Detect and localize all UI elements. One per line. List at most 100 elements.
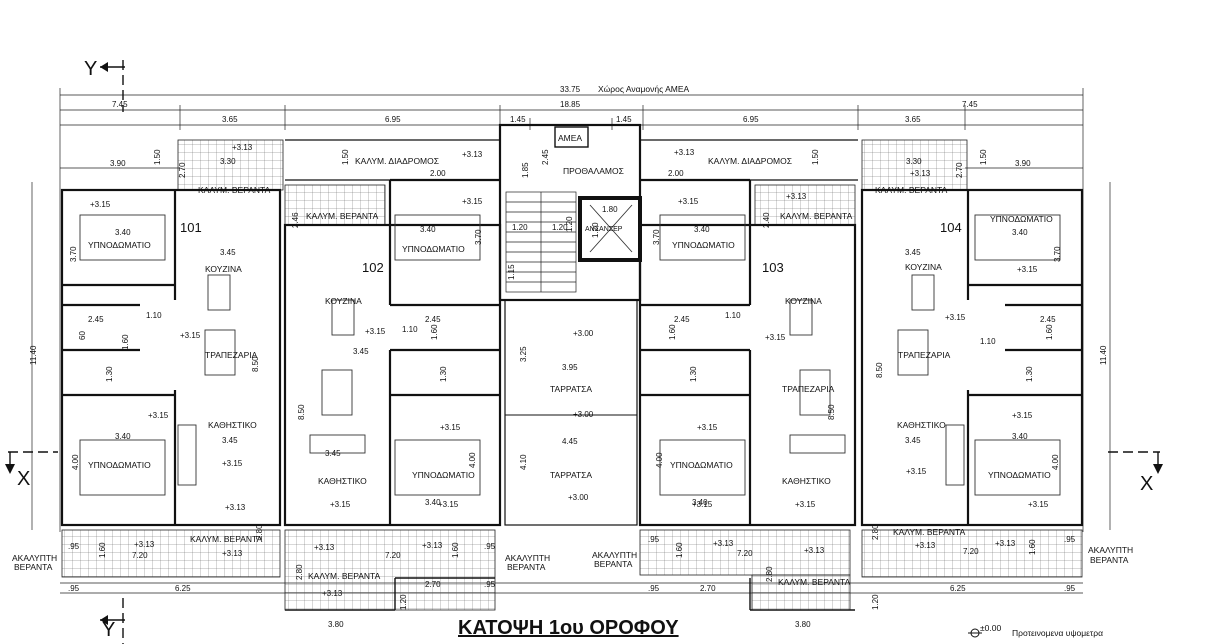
dimension-label: 3.45 [220, 248, 236, 257]
dimension-label: 2.70 [700, 584, 716, 593]
level-mark: +3.13 [462, 150, 483, 159]
dimension-label: 4.00 [71, 454, 80, 470]
level-mark: +3.00 [573, 329, 594, 338]
dimension-label: 8.50 [875, 362, 884, 378]
dimension-label: 1.60 [668, 324, 677, 340]
dimension-label: 2.00 [668, 169, 684, 178]
level-mark: +3.13 [995, 539, 1016, 548]
level-mark: +3.15 [945, 313, 966, 322]
dimension-label: 3.40 [692, 498, 708, 507]
dimension-label: 1.30 [689, 366, 698, 382]
dimension-label: 2.80 [295, 564, 304, 580]
level-mark: +3.13 [713, 539, 734, 548]
room-labels: ΥΠΝΟΔΩΜΑΤΙΟ ΥΠΝΟΔΩΜΑΤΙΟ ΥΠΝΟΔΩΜΑΤΙΟ ΥΠΝΟ… [12, 156, 1133, 587]
dimension-label: 60 [78, 331, 87, 340]
room-label: ΤΡΑΠΕΖΑΡΙΑ [898, 350, 951, 360]
dimension-label: 2.70 [178, 162, 187, 178]
level-mark: +3.15 [222, 459, 243, 468]
dimension-label: .95 [68, 584, 80, 593]
room-label: ΚΑΛΥΜ. ΒΕΡΑΝΤΑ [306, 211, 379, 221]
level-mark: +3.15 [765, 333, 786, 342]
dimension-label: 11.40 [29, 345, 38, 365]
dimension-label: 4.00 [655, 452, 664, 468]
dimension-label: 1.10 [146, 311, 162, 320]
terrace-label-upper: ΤΑΡΡΑΤΣΑ [550, 384, 592, 394]
room-label: ΥΠΝΟΔΩΜΑΤΙΟ [412, 470, 475, 480]
room-label: ΚΑΛΥΜ. ΒΕΡΑΝΤΑ [875, 185, 948, 195]
dimension-label: 7.45 [112, 100, 128, 109]
dimension-label: 4.00 [1051, 454, 1060, 470]
axis-letter-y-top: Y [84, 58, 97, 80]
dimension-label: 3.70 [1053, 246, 1062, 262]
dimension-label: 3.40 [115, 228, 131, 237]
dimension-label: 4.00 [468, 452, 477, 468]
terrace-label-lower: ΤΑΡΡΑΤΣΑ [550, 470, 592, 480]
apartment-number-104: 104 [940, 220, 962, 235]
dimension-label: 3.80 [328, 620, 344, 629]
room-label: ΚΑΛΥΜ. ΔΙΑΔΡΟΜΟΣ [355, 156, 439, 166]
dimension-label: 2.80 [871, 524, 880, 540]
dimension-label: 3.70 [69, 246, 78, 262]
amea-waiting-area-label: Χώρος Αναμονής ΑΜΕΑ [598, 84, 690, 94]
dimension-labels: 33.75 18.85 7.45 7.45 3.65 6.95 1.45 1.4… [68, 85, 1076, 629]
dimension-label: 1.20 [591, 222, 600, 238]
room-label: ΥΠΝΟΔΩΜΑΤΙΟ [88, 460, 151, 470]
dimension-label: 1.60 [1028, 539, 1037, 555]
dimension-label: 1.50 [979, 149, 988, 165]
lobby-label: ΠΡΟΘΑΛΑΜΟΣ [563, 166, 624, 176]
dimension-label: 1.80 [602, 205, 618, 214]
room-label: ΤΡΑΠΕΖΑΡΙΑ [205, 350, 258, 360]
room-label: ΒΕΡΑΝΤΑ [1090, 555, 1129, 565]
dimension-label: 1.60 [451, 542, 460, 558]
dimension-label: 2.70 [955, 162, 964, 178]
room-label: ΚΑΛΥΜ. ΒΕΡΑΝΤΑ [778, 577, 851, 587]
room-label: ΥΠΝΟΔΩΜΑΤΙΟ [670, 460, 733, 470]
dimension-label: 2.40 [762, 212, 771, 228]
amea-label: ΑΜΕΑ [558, 133, 582, 143]
room-label: ΥΠΝΟΔΩΜΑΤΙΟ [988, 470, 1051, 480]
dimension-label: .95 [68, 542, 80, 551]
legend-value: ±0.00 [980, 623, 1001, 633]
dimension-label: 1.30 [105, 366, 114, 382]
room-label: ΥΠΝΟΔΩΜΑΤΙΟ [672, 240, 735, 250]
dimension-label: 3.40 [425, 498, 441, 507]
room-label: ΚΑΛΥΜ. ΒΕΡΑΝΤΑ [893, 527, 966, 537]
dimension-label: .95 [1064, 584, 1076, 593]
dimension-label: 3.45 [905, 436, 921, 445]
level-mark: +3.13 [232, 143, 253, 152]
dimension-label: 11.40 [1099, 345, 1108, 365]
dimension-label: 1.45 [510, 115, 526, 124]
dimension-label: 3.90 [1015, 159, 1031, 168]
dimension-label: .95 [484, 542, 496, 551]
dimension-label: 3.40 [1012, 432, 1028, 441]
dimension-label: 2.70 [425, 580, 441, 589]
dimension-label: 7.20 [963, 547, 979, 556]
dimension-label: 1.60 [430, 324, 439, 340]
dimension-label: 3.40 [694, 225, 710, 234]
dimension-label: 2.45 [674, 315, 690, 324]
level-mark: +3.00 [568, 493, 589, 502]
dimension-label: 1.60 [98, 542, 107, 558]
dimension-label: 1.60 [121, 334, 130, 350]
dimension-label: 3.45 [905, 248, 921, 257]
room-label: ΚΑΛΥΜ. ΒΕΡΑΝΤΑ [190, 534, 263, 544]
dimension-label: 2.45 [1040, 315, 1056, 324]
room-label: ΚΑΘΗΣΤΙΚΟ [208, 420, 257, 430]
level-mark: +3.15 [148, 411, 169, 420]
room-label: ΚΑΛΥΜ. ΒΕΡΑΝΤΑ [198, 185, 271, 195]
dimension-label: 1.15 [507, 264, 516, 280]
room-label: ΑΚΑΛΥΠΤΗ [505, 553, 550, 563]
level-mark: +3.13 [134, 540, 155, 549]
dimension-label: 2.80 [255, 524, 264, 540]
dimension-label: 3.70 [652, 229, 661, 245]
dimension-label: 1.30 [439, 366, 448, 382]
dimension-label: 1.50 [811, 149, 820, 165]
dimension-label: 1.60 [675, 542, 684, 558]
room-label: ΒΕΡΑΝΤΑ [507, 562, 546, 572]
room-label: ΚΑΛΥΜ. ΒΕΡΑΝΤΑ [308, 571, 381, 581]
room-label: ΒΕΡΑΝΤΑ [14, 562, 53, 572]
level-mark: +3.13 [422, 541, 443, 550]
veranda-tiles [61, 139, 1083, 611]
dimension-label: 1.20 [399, 594, 408, 610]
dimension-label: .95 [1064, 535, 1076, 544]
